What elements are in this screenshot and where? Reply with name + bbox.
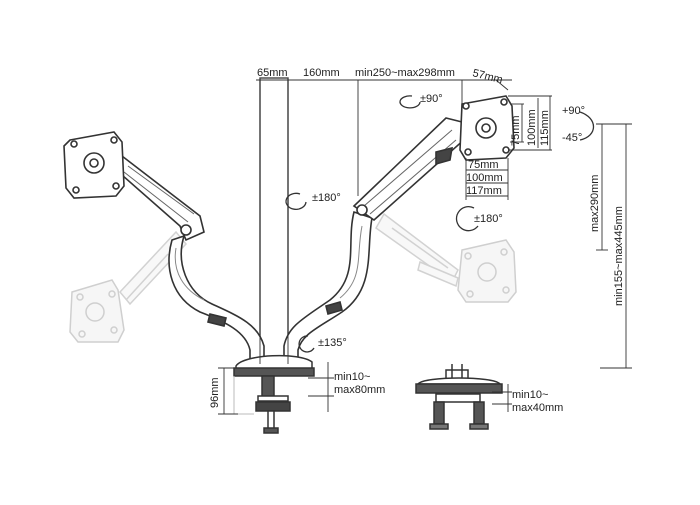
rot-base: ±135°	[318, 337, 347, 349]
rot-down: -45°	[562, 132, 582, 144]
pivot-rotate-icon	[285, 192, 307, 210]
left-upper-arm	[112, 154, 205, 242]
grommet-range-line2: max40mm	[512, 402, 563, 414]
center-pole	[259, 77, 289, 363]
dim-arm-range: min250~max298mm	[355, 67, 455, 79]
right-vesa-plate	[459, 95, 515, 161]
dimension-lines	[218, 79, 632, 415]
vesa-h117: 117mm	[466, 185, 502, 197]
height-range: min155~max445mm	[613, 206, 625, 306]
vesa-h100: 100mm	[466, 172, 503, 184]
ghost-left-monitor-plate	[69, 279, 125, 343]
base-rotate-icon	[298, 335, 315, 353]
tilt-top-rotate-icon	[399, 95, 421, 109]
ghost-right-arm	[375, 212, 459, 288]
right-upper-arm	[352, 117, 467, 222]
rotation-arrows	[285, 95, 595, 353]
clamp-range-line2: max80mm	[334, 384, 385, 396]
rot-pivot: ±180°	[312, 192, 341, 204]
vesa-v100: 100mm	[526, 109, 538, 146]
grommet-mount	[415, 364, 503, 430]
dim-160: 160mm	[303, 67, 340, 79]
dim-65: 65mm	[257, 67, 288, 79]
left-vesa-plate	[63, 131, 125, 199]
rot-up: +90°	[562, 105, 585, 117]
labels: 65mm 160mm min250~max298mm 57mm ±90° ±18…	[209, 67, 625, 414]
dim-57: 57mm	[471, 67, 504, 86]
vesa-h75: 75mm	[468, 159, 499, 171]
desk-clamp	[233, 354, 315, 434]
clamp-range-line1: min10~	[334, 371, 370, 383]
vesa-v75: 75mm	[510, 115, 522, 146]
ghost-right-monitor-plate	[457, 239, 517, 303]
tilt-rotate-icon	[579, 111, 595, 141]
rot-tilt-top: ±90°	[420, 93, 443, 105]
grommet-range-line1: min10~	[512, 389, 548, 401]
rot-swivel: ±180°	[474, 213, 503, 225]
vesa-v115: 115mm	[539, 110, 551, 146]
height-max290: max290mm	[589, 175, 601, 232]
clamp-height-96: 96mm	[209, 377, 221, 408]
left-lower-arm	[168, 234, 265, 361]
swivel-rotate-icon	[455, 206, 479, 232]
